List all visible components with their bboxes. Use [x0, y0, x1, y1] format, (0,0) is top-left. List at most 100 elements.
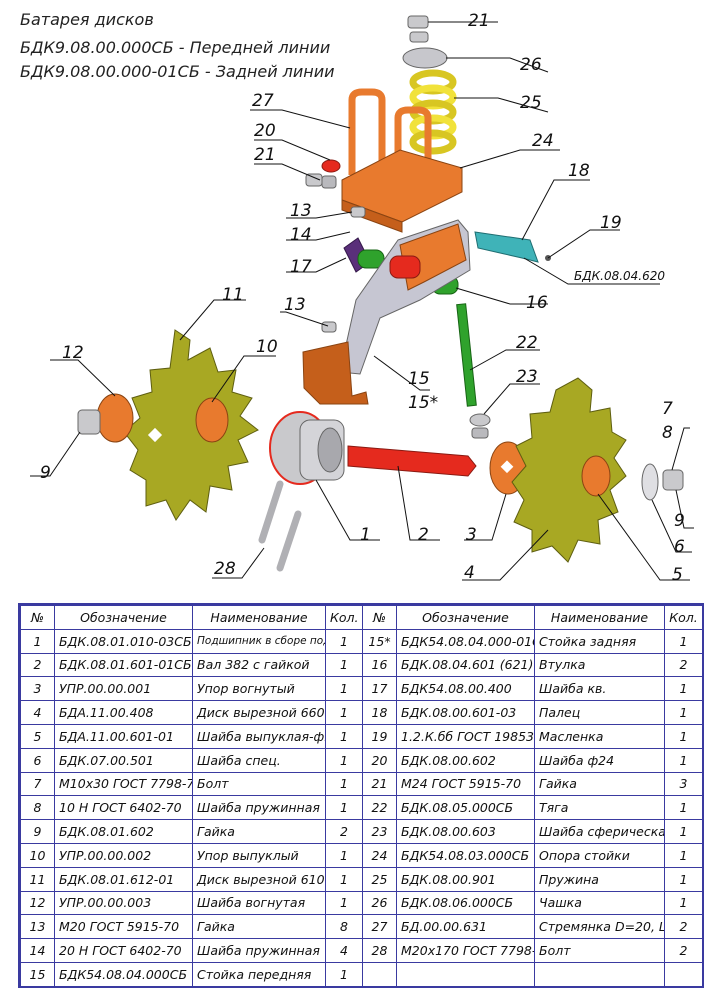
- row-name-left: Подшипник в сборе под масло: [192, 628, 326, 654]
- row-designation-right: M20x170 ГОСТ 7798-70: [396, 938, 535, 963]
- row-name-left: Диск вырезной 610: [192, 866, 326, 892]
- row-qty-right: 1: [664, 747, 703, 773]
- row-qty-right: 1: [664, 890, 703, 916]
- row-designation-left: УПР.00.00.001: [54, 676, 193, 702]
- callout-17: 17: [290, 257, 312, 277]
- row-designation-left: УПР.00.00.003: [54, 890, 193, 916]
- row-no-right: 19: [362, 723, 397, 749]
- convex-stop-10: [195, 397, 229, 443]
- header-designation-left: Обозначение: [54, 605, 193, 630]
- row-designation-left: 20 Н ГОСТ 6402-70: [54, 938, 193, 963]
- row-designation-left: БДА.11.00.408: [54, 700, 193, 725]
- callout-28: 28: [214, 559, 236, 579]
- row-qty-right: 1: [664, 819, 703, 844]
- row-no-left: 1: [20, 628, 55, 654]
- row-name-right: Болт: [534, 938, 665, 963]
- row-designation-left: БДК.07.00.501: [54, 747, 193, 773]
- row-qty-left: 4: [325, 938, 363, 963]
- row-qty-left: 1: [325, 771, 363, 797]
- row-qty-left: 1: [325, 795, 363, 821]
- header-designation-right: Обозначение: [396, 605, 535, 630]
- row-qty-right: 3: [664, 771, 703, 797]
- row-qty-left: 1: [325, 747, 363, 773]
- row-name-right: Шайба ф24: [534, 747, 665, 773]
- row-no-left: 6: [20, 747, 55, 773]
- spherical-washer-23: [469, 413, 491, 427]
- row-name-right: Шайба сферическая: [534, 819, 665, 844]
- row-designation-right: [396, 961, 535, 987]
- row-designation-right: БДК.08.00.602: [396, 747, 535, 773]
- row-name-left: Болт: [192, 771, 326, 797]
- row-no-right: 15*: [362, 628, 397, 654]
- row-no-left: 7: [20, 771, 55, 797]
- callout-13-upper: 13: [290, 201, 312, 221]
- row-no-right: 21: [362, 771, 397, 797]
- row-qty-right: 1: [664, 842, 703, 868]
- row-qty-left: 8: [325, 914, 363, 940]
- row-designation-right: БДК.08.05.000СБ: [396, 795, 535, 821]
- row-designation-left: M10x30 ГОСТ 7798-70: [54, 771, 193, 797]
- nut-13-lower: [321, 321, 337, 333]
- row-designation-left: 10 Н ГОСТ 6402-70: [54, 795, 193, 821]
- callout-8: 8: [662, 423, 673, 443]
- row-no-left: 8: [20, 795, 55, 821]
- row-designation-left: БДА.11.00.601-01: [54, 723, 193, 749]
- row-designation-left: БДК.08.01.601-01СБ: [54, 652, 193, 678]
- row-qty-right: 1: [664, 795, 703, 821]
- callout-12: 12: [62, 343, 84, 363]
- bolt-28b: [276, 510, 302, 572]
- row-name-right: Палец: [534, 700, 665, 725]
- row-no-right: 16: [362, 652, 397, 678]
- u-bolt-27: [348, 88, 386, 175]
- nut-21-top: [407, 15, 429, 43]
- row-no-left: 9: [20, 819, 55, 844]
- title-line-1: Батарея дисков: [20, 10, 154, 29]
- callout-14: 14: [290, 225, 312, 245]
- row-qty-right: [664, 961, 703, 987]
- row-qty-left: 1: [325, 700, 363, 725]
- row-name-left: Шайба спец.: [192, 747, 326, 773]
- row-name-left: Стойка передняя: [192, 961, 326, 987]
- row-name-right: Тяга: [534, 795, 665, 821]
- spring-25: [409, 69, 457, 155]
- row-no-right: 27: [362, 914, 397, 940]
- row-qty-right: 1: [664, 628, 703, 654]
- row-qty-left: 1: [325, 866, 363, 892]
- row-qty-right: 2: [664, 938, 703, 963]
- row-name-left: Упор вогнутый: [192, 676, 326, 702]
- row-designation-left: БДК54.08.04.000СБ: [54, 961, 193, 987]
- row-no-left: 5: [20, 723, 55, 749]
- callout-9-left: 9: [40, 463, 51, 483]
- callout-10: 10: [256, 337, 278, 357]
- row-no-left: 3: [20, 676, 55, 702]
- row-qty-left: 1: [325, 652, 363, 678]
- header-qty-right: Кол.: [664, 605, 703, 630]
- row-designation-right: БД.00.00.631: [396, 914, 535, 940]
- callout-2: 2: [418, 525, 429, 545]
- row-no-right: 26: [362, 890, 397, 916]
- row-no-left: 10: [20, 842, 55, 868]
- row-no-right: 22: [362, 795, 397, 821]
- callout-9-right: 9: [674, 511, 685, 531]
- row-no-right: 20: [362, 747, 397, 773]
- table-header-row: № Обозначение Наименование Кол. № Обозна…: [20, 605, 703, 630]
- row-name-right: Пружина: [534, 866, 665, 892]
- parts-table: № Обозначение Наименование Кол. № Обозна…: [20, 605, 703, 987]
- row-name-right: Опора стойки: [534, 842, 665, 868]
- nut-9-left: [77, 409, 101, 435]
- leader-lines: [30, 21, 694, 581]
- shaft-2: [347, 445, 477, 477]
- callout-27: 27: [252, 91, 274, 111]
- title-line-2: БДК9.08.00.000СБ - Передней линии: [20, 38, 331, 57]
- nut-9-right: [662, 469, 684, 491]
